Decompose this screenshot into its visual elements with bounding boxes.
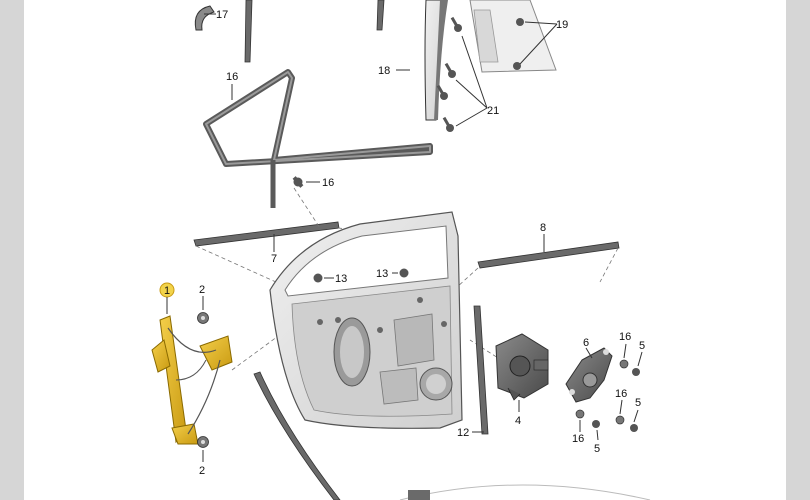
left-margin: [0, 0, 24, 500]
callout-1: 1: [164, 285, 170, 297]
b-pillar-body-section: [469, 0, 557, 73]
leaders-5-16: [579, 343, 643, 441]
part-8-outer-strip: [477, 241, 620, 269]
leaders-19: [519, 21, 558, 65]
callout-12: 12: [457, 427, 469, 439]
callout-4: 4: [515, 415, 521, 427]
part-4-window-motor: [495, 333, 549, 401]
callout-13a: 13: [335, 273, 347, 285]
leader-6: [585, 347, 593, 359]
callout-14: 16: [226, 71, 238, 83]
part-17-clip: [194, 5, 215, 31]
callout-6: 6: [583, 337, 589, 349]
callout-5b: 5: [635, 397, 641, 409]
callout-13b: 13: [376, 268, 388, 280]
upper-seal-strips: [244, 0, 385, 63]
callout-16a: 16: [619, 331, 631, 343]
part-15-screw: [292, 176, 304, 188]
callout-7: 7: [271, 253, 277, 265]
part-18-b-pillar-trim: [424, 0, 448, 121]
right-margin: [786, 0, 810, 500]
part-13-bolts: [313, 268, 409, 283]
leaders-21: [455, 35, 488, 127]
part-5-bolts: [592, 368, 640, 432]
part-2-nuts: [197, 312, 209, 448]
part-12-vertical-seal: [473, 305, 489, 435]
part-6-mounting-bracket: [565, 347, 613, 403]
callout-2-bottom: 2: [199, 465, 205, 477]
part-1-window-regulator: [151, 315, 233, 445]
callout-19: 19: [556, 19, 568, 31]
callout-8: 8: [540, 222, 546, 234]
callout-17: 17: [216, 9, 228, 21]
callout-16c: 16: [572, 433, 584, 445]
part-14-window-frame-seal: [203, 69, 433, 208]
callout-18: 18: [378, 65, 390, 77]
part-16-washers: [575, 359, 629, 425]
callout-21: 21: [487, 105, 499, 117]
callout-16b: 16: [615, 388, 627, 400]
callout-5a: 5: [639, 340, 645, 352]
callout-2-top: 2: [199, 284, 205, 296]
callout-15: 16: [322, 177, 334, 189]
part-21-screws: [436, 16, 462, 132]
door-shell: [269, 211, 463, 429]
callout-5c: 5: [594, 443, 600, 455]
lower-door-seal: [253, 371, 651, 500]
